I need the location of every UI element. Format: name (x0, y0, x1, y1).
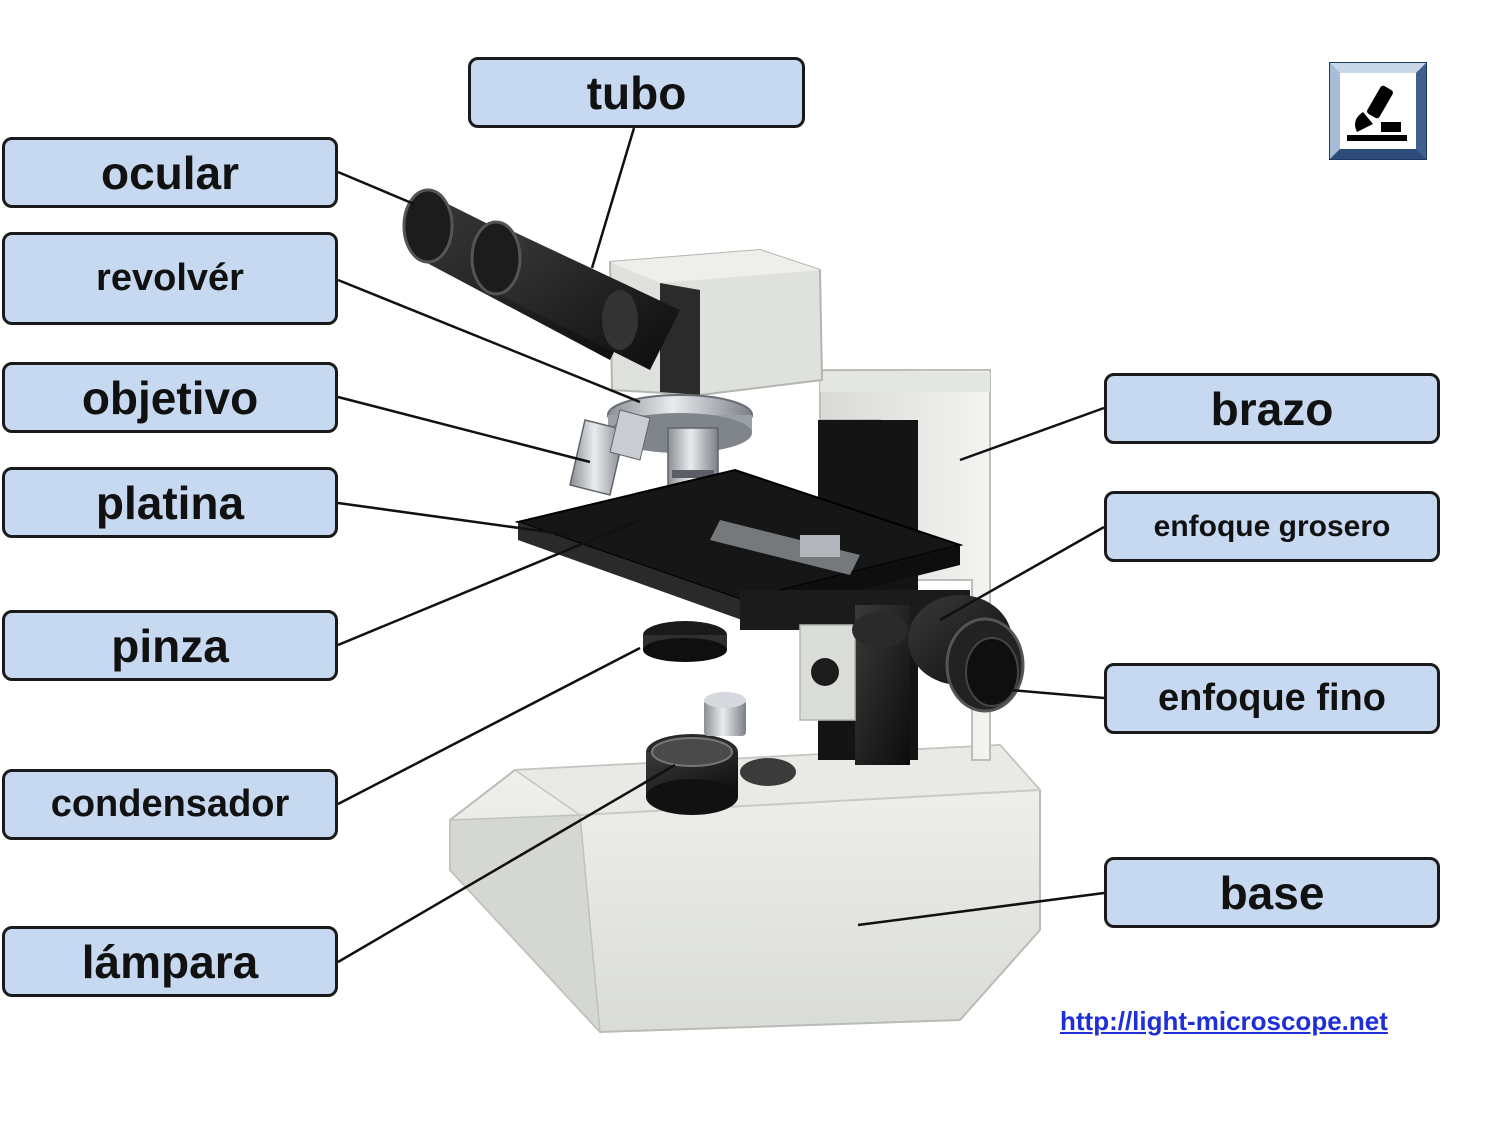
label-tubo: tubo (468, 57, 805, 128)
label-lampara: lámpara (2, 926, 338, 997)
leader-objetivo (337, 395, 591, 464)
condenser-part (643, 621, 727, 662)
focus-knobs-part (799, 595, 1025, 765)
label-ocular: ocular (2, 137, 338, 208)
leader-tubo (590, 127, 636, 269)
leader-platina (337, 501, 571, 537)
label-platina: platina (2, 467, 338, 538)
label-objetivo: objetivo (2, 362, 338, 433)
leader-condensador (337, 646, 641, 806)
eyepieces-part (402, 188, 680, 370)
leader-revolver (337, 278, 641, 404)
label-pinza: pinza (2, 610, 338, 681)
leader-base (857, 891, 1105, 927)
head-part (608, 248, 824, 397)
leader-lines (337, 127, 1105, 964)
label-revolver: revolvér (2, 232, 338, 325)
label-brazo: brazo (1104, 373, 1440, 444)
leader-pinza (337, 518, 641, 647)
label-base: base (1104, 857, 1440, 928)
leader-ocular (337, 170, 415, 206)
microscope-icon (1329, 62, 1427, 160)
leader-lampara (337, 763, 676, 964)
leader-brazo (959, 406, 1105, 462)
label-condensador: condensador (2, 769, 338, 840)
label-enfoque-fino: enfoque fino (1104, 663, 1440, 734)
leader-enfoque-fino (1009, 688, 1105, 700)
label-enfoque-grosero: enfoque grosero (1104, 491, 1440, 562)
source-link[interactable]: http://light-microscope.net (1060, 1006, 1388, 1036)
leader-enfoque-grosero (939, 525, 1105, 622)
base-part (449, 692, 1042, 1035)
